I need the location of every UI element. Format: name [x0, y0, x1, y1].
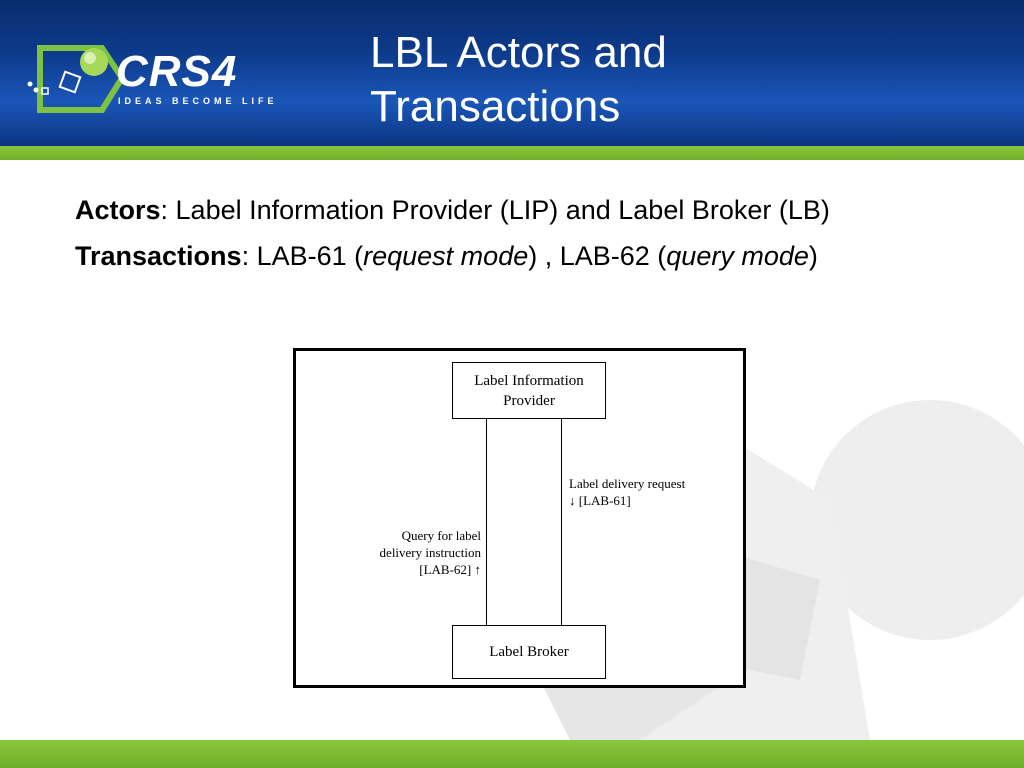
logo-brand-text: CRS4 [116, 47, 238, 96]
slide-title-line2: Transactions [370, 82, 621, 131]
transactions-em-2: query mode [666, 241, 809, 271]
transactions-text-3: ) [808, 241, 818, 271]
left-label-line3: [LAB-62] ↑ [419, 562, 481, 577]
label-information-provider-box: Label Information Provider [452, 362, 606, 419]
left-label-line1: Query for label [401, 528, 481, 543]
lab62-label: Query for label delivery instruction [LA… [336, 527, 481, 578]
header-band [0, 0, 1024, 146]
transactions-em-1: request mode [363, 241, 529, 271]
actors-text: : Label Information Provider (LIP) and L… [160, 195, 830, 225]
slide-body: Actors: Label Information Provider (LIP)… [75, 190, 932, 282]
lab61-label: Label delivery request ↓ [LAB-61] [569, 475, 685, 509]
crs4-logo: CRS4 IDEAS BECOME LIFE [22, 38, 292, 118]
actors-diagram: Label Information Provider Label Broker … [293, 348, 746, 688]
right-label-line1: Label delivery request [569, 476, 686, 491]
actors-label: Actors [75, 195, 161, 225]
left-label-line2: delivery instruction [379, 545, 481, 560]
slide-title-line1: LBL Actors and [370, 28, 667, 77]
transactions-label: Transactions [75, 241, 242, 271]
left-connector-line [486, 419, 487, 625]
right-connector-line [561, 419, 562, 625]
top-box-line1: Label Information [474, 372, 584, 389]
transactions-text-1: : LAB-61 ( [241, 241, 364, 271]
transactions-text-2: ) , LAB-62 ( [528, 241, 667, 271]
slide-title: LBL Actors and Transactions [370, 26, 990, 134]
label-broker-box: Label Broker [452, 625, 606, 679]
right-label-line2: ↓ [LAB-61] [569, 493, 631, 508]
header-green-stripe [0, 146, 1024, 160]
logo-tagline: IDEAS BECOME LIFE [118, 96, 278, 106]
transactions-paragraph: Transactions: LAB-61 (request mode) , LA… [75, 236, 932, 276]
top-box-line2: Provider [503, 392, 555, 409]
logo-mark-icon [27, 45, 126, 113]
footer-green-band [0, 740, 1024, 768]
actors-paragraph: Actors: Label Information Provider (LIP)… [75, 190, 932, 230]
